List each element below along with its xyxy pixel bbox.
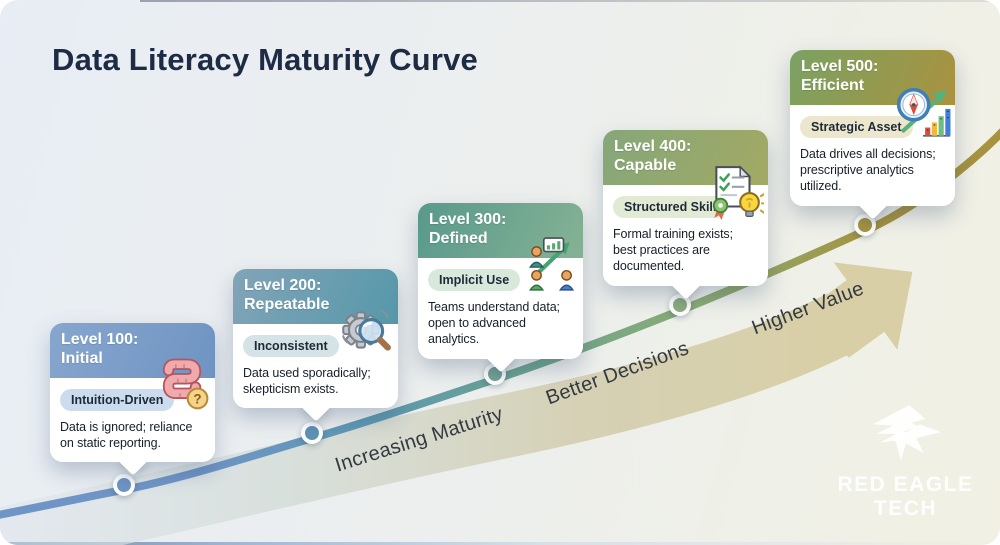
logo-line-1: RED EAGLE — [837, 473, 974, 496]
gut-question-icon: ? — [162, 358, 209, 410]
value-band — [0, 293, 857, 545]
milestone-dot-level-500 — [854, 214, 876, 236]
page-title: Data Literacy Maturity Curve — [52, 42, 478, 77]
level-badge: Strategic Asset — [800, 115, 913, 138]
eagle-icon — [872, 405, 941, 461]
band-arrowhead — [811, 262, 913, 358]
level-heading: Level 100: — [61, 331, 139, 348]
svg-text:?: ? — [193, 391, 201, 406]
level-heading: Level 200: — [244, 277, 322, 294]
card-header: Level 100: Initial — [50, 323, 215, 378]
card-body: Inconsistent Data used sporadically; ske… — [233, 310, 398, 409]
level-badge: Structured Skill — [613, 195, 728, 218]
card-header: Level 200: Repeatable — [233, 269, 398, 324]
level-heading: Level 400: — [614, 138, 692, 155]
level-heading: Level 300: — [429, 211, 507, 228]
red-eagle-tech-logo: RED EAGLE TECH — [833, 398, 978, 520]
compass-growth-icon — [896, 87, 951, 137]
card-body: Structured Skill Formal training exists;… — [603, 165, 768, 286]
card-level-200: Level 200: Repeatable — [233, 269, 398, 422]
level-description: Formal training exists; best practices a… — [613, 226, 733, 274]
card-body: Implicit Use Teams understand data; open… — [418, 236, 583, 359]
level-subheading: Defined — [429, 229, 488, 247]
level-subheading: Initial — [61, 349, 103, 367]
level-description: Teams understand data; open to advanced … — [428, 299, 560, 347]
level-subheading: Repeatable — [244, 295, 330, 313]
card-body: Strategic Asset Data drives all decision… — [790, 87, 955, 206]
level-description: Data used sporadically; skepticism exist… — [243, 365, 371, 396]
checklist-bulb-icon — [712, 165, 764, 220]
card-level-500: Level 500: Efficient — [790, 50, 955, 220]
level-heading: Level 500: — [801, 58, 879, 75]
milestone-dot-level-100 — [113, 474, 135, 496]
card-level-300: Level 300: Defined I — [418, 203, 583, 373]
team-growth-icon — [528, 236, 575, 291]
card-level-100: Level 100: Initial ? Intuition-Driven Da… — [50, 323, 215, 476]
level-badge: Implicit Use — [428, 268, 521, 291]
level-badge: Intuition-Driven — [60, 388, 175, 411]
level-description: Data drives all decisions; prescriptive … — [800, 146, 936, 194]
milestone-dot-level-200 — [301, 422, 323, 444]
level-badge: Inconsistent — [243, 334, 339, 357]
gear-magnifier-icon — [342, 310, 391, 351]
level-subheading: Capable — [614, 156, 677, 174]
logo-line-2: TECH — [873, 496, 938, 520]
milestone-dot-level-400 — [669, 294, 691, 316]
level-description: Data is ignored; reliance on static repo… — [60, 419, 193, 450]
card-body: ? Intuition-Driven Data is ignored; reli… — [50, 358, 215, 463]
card-level-400: Level 400: Capable — [603, 130, 768, 300]
level-subheading: Efficient — [801, 76, 865, 94]
